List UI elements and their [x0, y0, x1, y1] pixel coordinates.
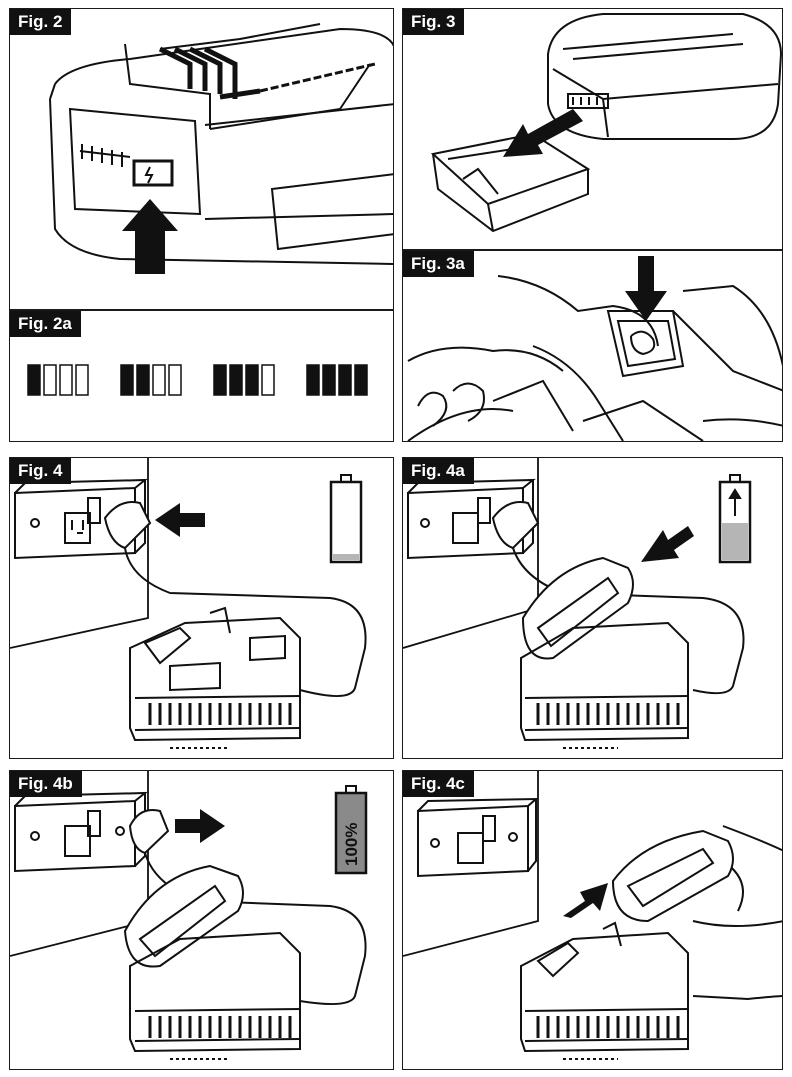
charge-bar-lit	[306, 364, 320, 396]
figure-4-panel: Fig. 4	[9, 457, 394, 759]
figure-3a-panel: Fig. 3a	[402, 250, 783, 442]
socket-icon	[417, 797, 539, 878]
plug-icon	[692, 995, 782, 1001]
charge-level-indicators	[27, 364, 368, 396]
charge-bar-unlit	[261, 364, 275, 396]
figure-label: Fig. 2a	[10, 311, 81, 337]
charge-bar-lit	[354, 364, 368, 396]
figure-4b-panel: Fig. 4b 100%	[9, 770, 394, 1070]
charge-bar-lit	[338, 364, 352, 396]
battery-removal-illustration	[430, 13, 782, 233]
charge-level-indicator	[120, 364, 182, 396]
arrow-icon	[175, 809, 225, 843]
figure-label: Fig. 2	[10, 9, 72, 35]
plug-icon	[103, 501, 367, 697]
arrow-icon	[503, 109, 583, 157]
arrow-icon	[155, 503, 205, 537]
charge-bar-lit	[229, 364, 243, 396]
battery-percent-text: 100%	[342, 823, 361, 866]
figure-label: Fig. 3a	[403, 251, 474, 277]
battery-insert-illustration	[403, 458, 752, 749]
release-button-press-illustration	[407, 256, 782, 441]
charge-bar-lit	[245, 364, 259, 396]
plug-icon	[128, 809, 367, 1006]
plug-icon	[491, 501, 745, 695]
figure-4c-panel: Fig. 4c	[402, 770, 783, 1070]
figure-label: Fig. 4c	[403, 771, 474, 797]
figure-2a-panel: Fig. 2a	[9, 310, 394, 442]
charger-icon	[129, 606, 301, 742]
charge-bar-unlit	[75, 364, 89, 396]
socket-icon	[14, 791, 148, 873]
arrow-icon	[563, 883, 608, 918]
charge-bar-unlit	[59, 364, 73, 396]
figure-3-panel: Fig. 3	[402, 8, 783, 250]
socket-icon	[14, 478, 148, 560]
arrow-icon	[122, 199, 178, 274]
socket-icon	[407, 478, 536, 560]
figure-label: Fig. 3	[403, 9, 465, 35]
charge-bar-lit	[322, 364, 336, 396]
charge-complete-unplug-illustration: 100%	[10, 771, 368, 1060]
charge-bar-lit	[27, 364, 41, 396]
battery-icon	[718, 474, 752, 564]
figure-label: Fig. 4	[10, 458, 72, 484]
charger-icon	[520, 921, 689, 1053]
figure-label: Fig. 4a	[403, 458, 474, 484]
arrow-icon	[625, 256, 667, 321]
figure-2-panel: Fig. 2	[9, 8, 394, 310]
battery-pack-illustration	[49, 23, 393, 274]
battery-icon	[329, 474, 363, 564]
arrow-icon	[641, 526, 694, 562]
charge-bar-unlit	[168, 364, 182, 396]
figure-label: Fig. 4b	[10, 771, 82, 797]
charge-indicator-icon	[79, 144, 174, 187]
charger-icon	[129, 931, 301, 1053]
charger-plug-in-illustration	[10, 458, 367, 749]
charge-bar-lit	[136, 364, 150, 396]
charge-level-indicator	[27, 364, 89, 396]
charge-bar-unlit	[152, 364, 166, 396]
charge-bar-unlit	[43, 364, 57, 396]
battery-remove-from-charger-illustration	[403, 771, 782, 1060]
charge-level-indicator	[306, 364, 368, 396]
charge-bar-lit	[120, 364, 134, 396]
battery-icon: 100%	[334, 785, 368, 875]
charger-icon	[520, 621, 689, 742]
charge-level-indicator	[213, 364, 275, 396]
figure-4a-panel: Fig. 4a	[402, 457, 783, 759]
charge-bar-lit	[213, 364, 227, 396]
